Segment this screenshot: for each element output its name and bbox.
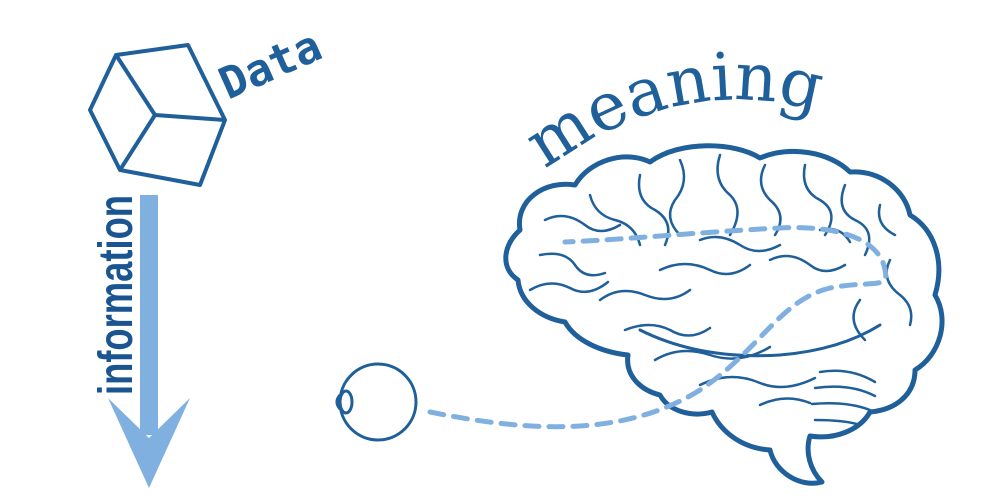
down-arrow-icon xyxy=(108,195,190,488)
dashed-path xyxy=(427,225,889,430)
eye-icon xyxy=(335,362,418,442)
data-label: Data xyxy=(212,20,330,110)
cube-icon xyxy=(88,43,227,187)
brain-icon xyxy=(503,143,945,486)
information-label: information xyxy=(90,195,143,395)
